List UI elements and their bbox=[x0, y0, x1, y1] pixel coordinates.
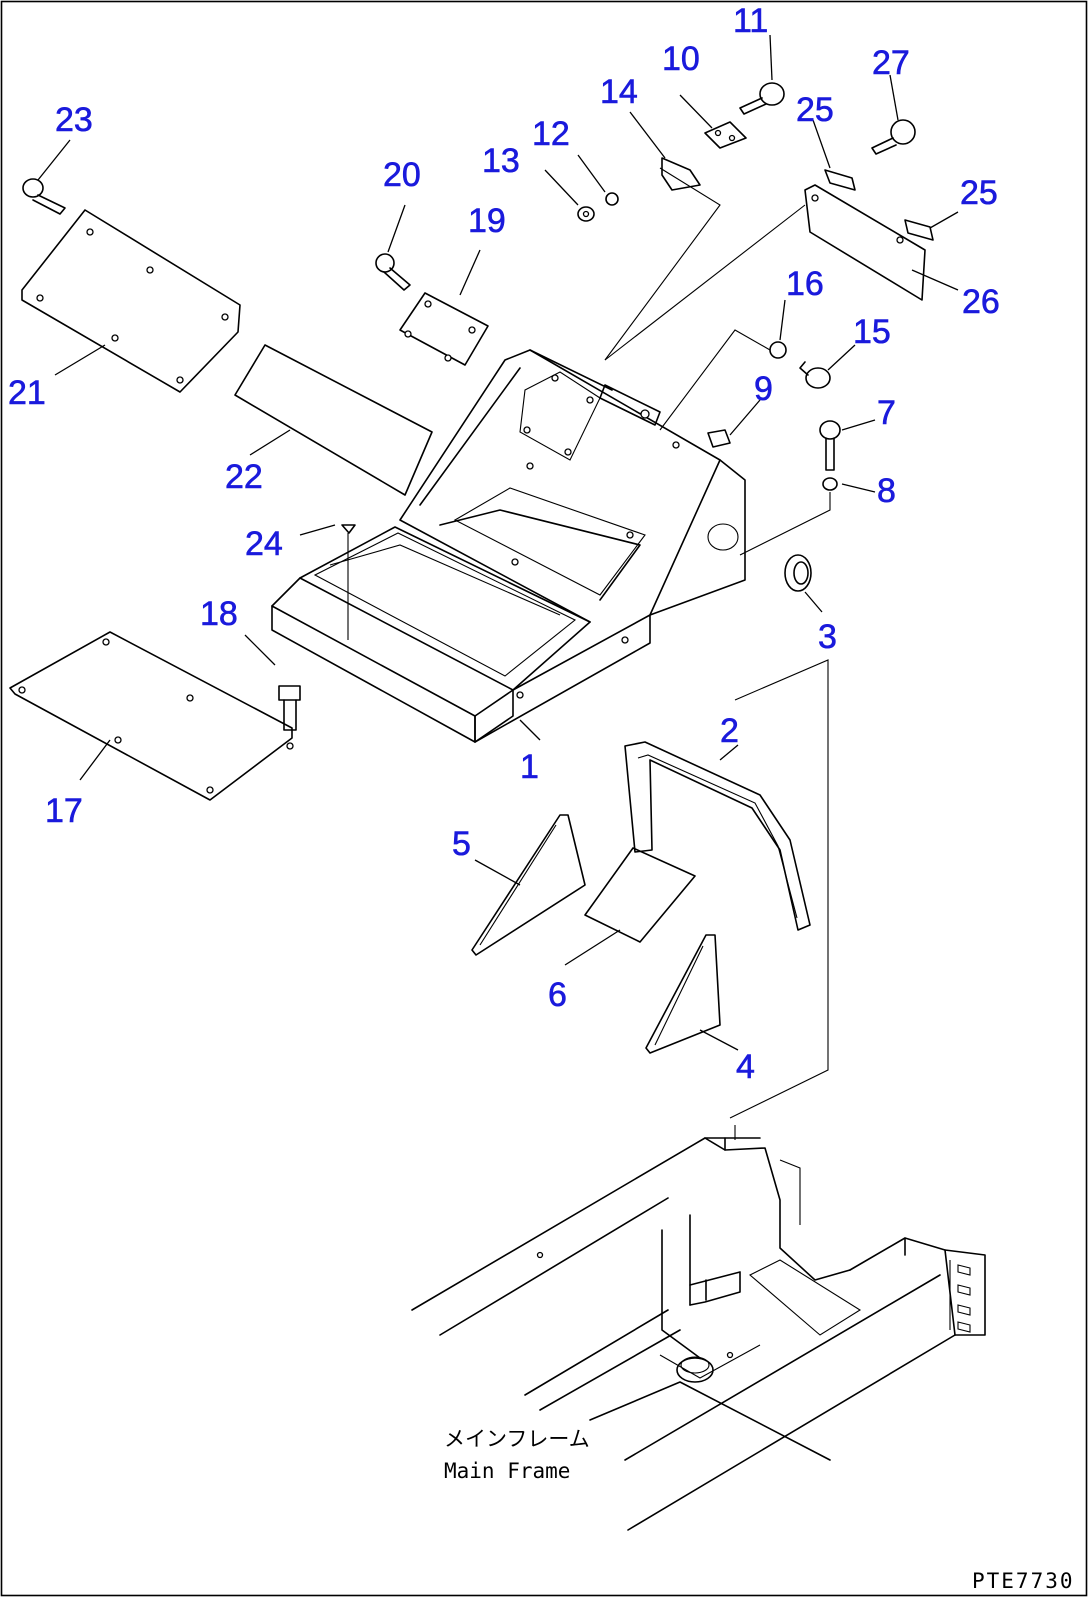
leader-lines bbox=[37, 34, 959, 1051]
part-22-gasket-plate bbox=[234, 344, 433, 496]
callout-9: 9 bbox=[754, 370, 773, 408]
callout-1: 1 bbox=[520, 748, 539, 786]
callout-26: 26 bbox=[962, 283, 1000, 321]
callout-5: 5 bbox=[452, 825, 471, 863]
callout-6: 6 bbox=[548, 976, 567, 1014]
reference-line-top bbox=[729, 659, 829, 1119]
part-14-hinge-bracket bbox=[604, 157, 721, 361]
fastener-9-washer bbox=[707, 429, 731, 448]
part-1-console-body bbox=[271, 349, 746, 743]
part-3-grommet bbox=[784, 554, 812, 592]
fastener-27-bolt bbox=[871, 119, 916, 155]
callout-2: 2 bbox=[720, 712, 739, 750]
fastener-23-bolt bbox=[22, 178, 66, 215]
drawing-id: PTE7730 bbox=[972, 1569, 1075, 1593]
callout-19: 19 bbox=[468, 202, 506, 240]
callout-25-upper: 25 bbox=[796, 91, 834, 129]
callout-16: 16 bbox=[786, 265, 824, 303]
callout-18: 18 bbox=[200, 595, 238, 633]
callout-24: 24 bbox=[245, 525, 283, 563]
fastener-20-bolt bbox=[375, 253, 411, 291]
callout-4: 4 bbox=[736, 1048, 755, 1086]
fastener-11-bolt bbox=[739, 82, 785, 115]
part-25-clip-lower bbox=[904, 219, 934, 241]
callout-23: 23 bbox=[55, 101, 93, 139]
part-25-clip-upper bbox=[824, 169, 856, 191]
callout-20: 20 bbox=[383, 156, 421, 194]
callout-10: 10 bbox=[662, 40, 700, 78]
callout-12: 12 bbox=[532, 115, 570, 153]
main-frame-label-english: Main Frame bbox=[444, 1459, 570, 1483]
callout-3: 3 bbox=[818, 618, 837, 656]
callout-14: 14 bbox=[600, 73, 638, 111]
fastener-7-bolt bbox=[819, 420, 841, 471]
part-21-side-panel bbox=[21, 209, 241, 393]
part-19-small-cover bbox=[399, 292, 489, 366]
callout-21: 21 bbox=[8, 374, 46, 412]
part-4-glass-triangle bbox=[645, 934, 721, 1054]
part-2-window-seal bbox=[624, 741, 811, 931]
callout-11: 11 bbox=[733, 2, 768, 40]
fastener-8-washer bbox=[739, 477, 838, 556]
fastener-16-washer bbox=[769, 341, 787, 359]
main-frame-label-japanese: メインフレーム bbox=[444, 1427, 590, 1451]
fastener-18-bolt bbox=[278, 685, 301, 731]
callout-17: 17 bbox=[45, 792, 83, 830]
part-10-plate bbox=[704, 121, 747, 149]
callout-7: 7 bbox=[877, 394, 896, 432]
callout-22: 22 bbox=[225, 458, 263, 496]
callout-15: 15 bbox=[853, 313, 891, 351]
main-frame bbox=[411, 1137, 986, 1531]
callout-13: 13 bbox=[482, 142, 520, 180]
callouts: 1 2 3 4 5 6 7 8 9 10 11 12 13 14 15 16 1… bbox=[8, 2, 1000, 1087]
part-6-glass-panel bbox=[584, 847, 696, 943]
fastener-12-washer bbox=[605, 192, 619, 206]
callout-25-lower: 25 bbox=[960, 174, 998, 212]
callout-27: 27 bbox=[872, 44, 910, 82]
fastener-13-nut bbox=[577, 206, 595, 222]
part-5-glass-triangle bbox=[471, 814, 586, 956]
part-17-floor-plate bbox=[9, 631, 294, 801]
callout-8: 8 bbox=[877, 472, 896, 510]
fastener-24-pin bbox=[341, 524, 356, 640]
fastener-15-bolt bbox=[659, 329, 831, 431]
